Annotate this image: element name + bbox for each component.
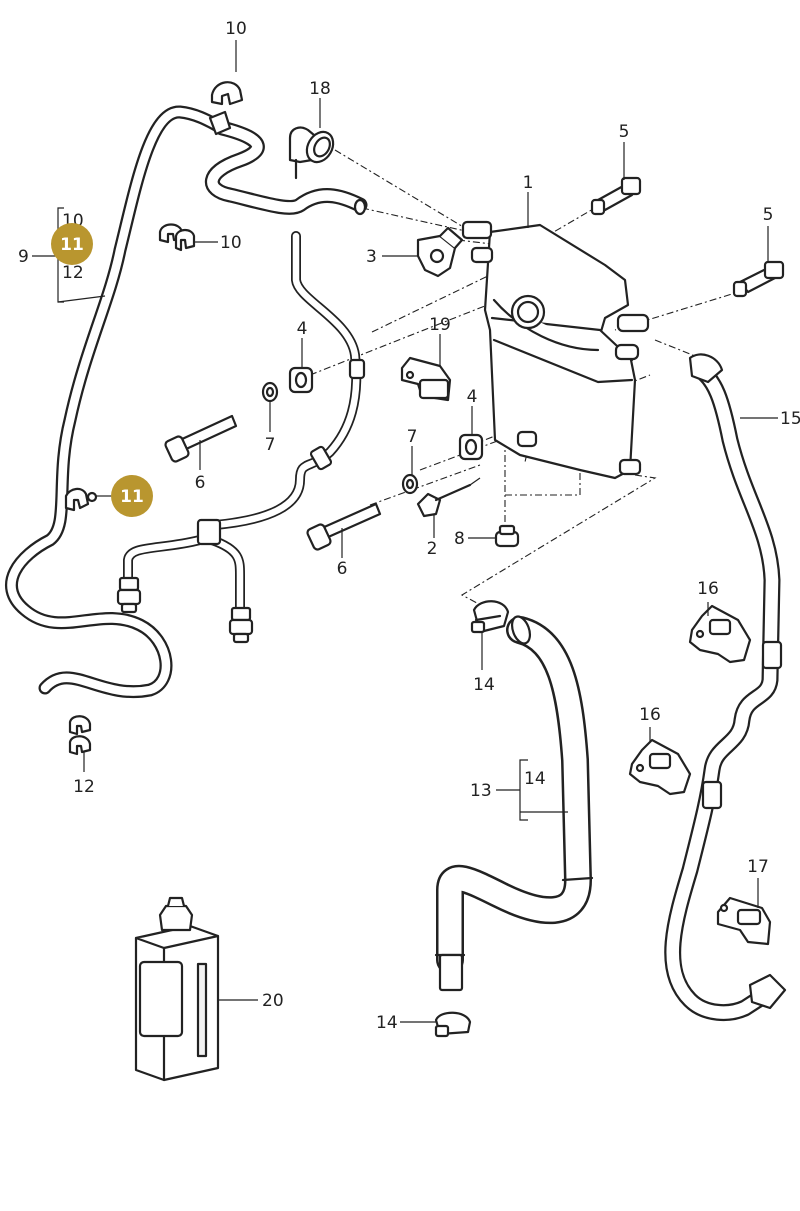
callout-9: 9 (18, 247, 29, 267)
clamp-12 (68, 715, 92, 756)
bracket-17 (716, 896, 772, 946)
callout-2: 2 (427, 539, 438, 559)
clamp-14-upper (470, 600, 510, 634)
callout-12: 12 (73, 777, 95, 797)
bracket-19 (400, 356, 452, 402)
plug-8 (494, 524, 520, 548)
callout-18: 18 (309, 79, 331, 99)
coolant-pipe-upper (204, 120, 368, 216)
clip-11 (64, 487, 98, 512)
bolt-5-upper (590, 176, 642, 216)
callout-14-bracket: 14 (524, 769, 546, 789)
coolant-bottle-20 (134, 896, 220, 1082)
coolant-hose-15 (664, 353, 787, 1021)
clamp-10-top (208, 81, 244, 136)
callout-17: 17 (747, 857, 769, 877)
callout-4-lower: 4 (467, 387, 478, 407)
bolt-5-lower (732, 260, 785, 298)
bracket-16-lower (628, 738, 692, 796)
badge-11-lower[interactable]: 11 (111, 475, 153, 517)
washer-7-lower (401, 473, 419, 495)
callout-4-upper: 4 (297, 319, 308, 339)
callout-15: 15 (780, 409, 800, 429)
callout-13: 13 (470, 781, 492, 801)
badge-11-upper[interactable]: 11 (51, 223, 93, 265)
sensor-2 (416, 477, 481, 518)
callout-8: 8 (454, 529, 465, 549)
callout-1: 1 (523, 173, 534, 193)
bolt-6-lower (306, 502, 382, 551)
callout-14-upper: 14 (473, 675, 495, 695)
callout-19: 19 (429, 315, 451, 335)
elbow-fitting-18 (288, 126, 335, 180)
grommet-4-lower (458, 433, 484, 461)
callout-16-lower: 16 (639, 705, 661, 725)
group-bracket-13 (496, 759, 568, 821)
connector-3 (416, 226, 464, 278)
callout-5-lower: 5 (763, 205, 774, 225)
callout-16-upper: 16 (697, 579, 719, 599)
coolant-hose-13 (434, 615, 594, 992)
callout-7-upper: 7 (265, 435, 276, 455)
leader-lines (83, 40, 778, 1023)
callout-3: 3 (366, 247, 377, 267)
washer-7-upper (261, 381, 279, 403)
coolant-pipe-tee (116, 231, 366, 644)
coolant-hose-9 (5, 105, 229, 699)
callout-6-lower: 6 (337, 559, 348, 579)
callout-6-upper: 6 (195, 473, 206, 493)
callout-labels: 10 18 5 1 5 10 10 9 3 12 19 4 4 15 7 7 6… (18, 19, 800, 1033)
callout-20: 20 (262, 991, 284, 1011)
callout-12-bracket: 12 (62, 263, 84, 283)
grommet-4-upper (288, 366, 314, 394)
callout-10-mid: 10 (220, 233, 242, 253)
callout-14-lower: 14 (376, 1013, 398, 1033)
clamp-14-lower (434, 1011, 472, 1038)
bolt-6-upper (164, 414, 238, 463)
callout-7-lower: 7 (407, 427, 418, 447)
callout-5-upper: 5 (619, 122, 630, 142)
bracket-16-upper (688, 604, 752, 664)
callout-10-top: 10 (225, 19, 247, 39)
heater-unit (461, 220, 650, 480)
clamp-10-mid (158, 223, 196, 252)
badge-11-upper-label: 11 (60, 235, 84, 255)
badge-11-lower-label: 11 (120, 487, 144, 507)
